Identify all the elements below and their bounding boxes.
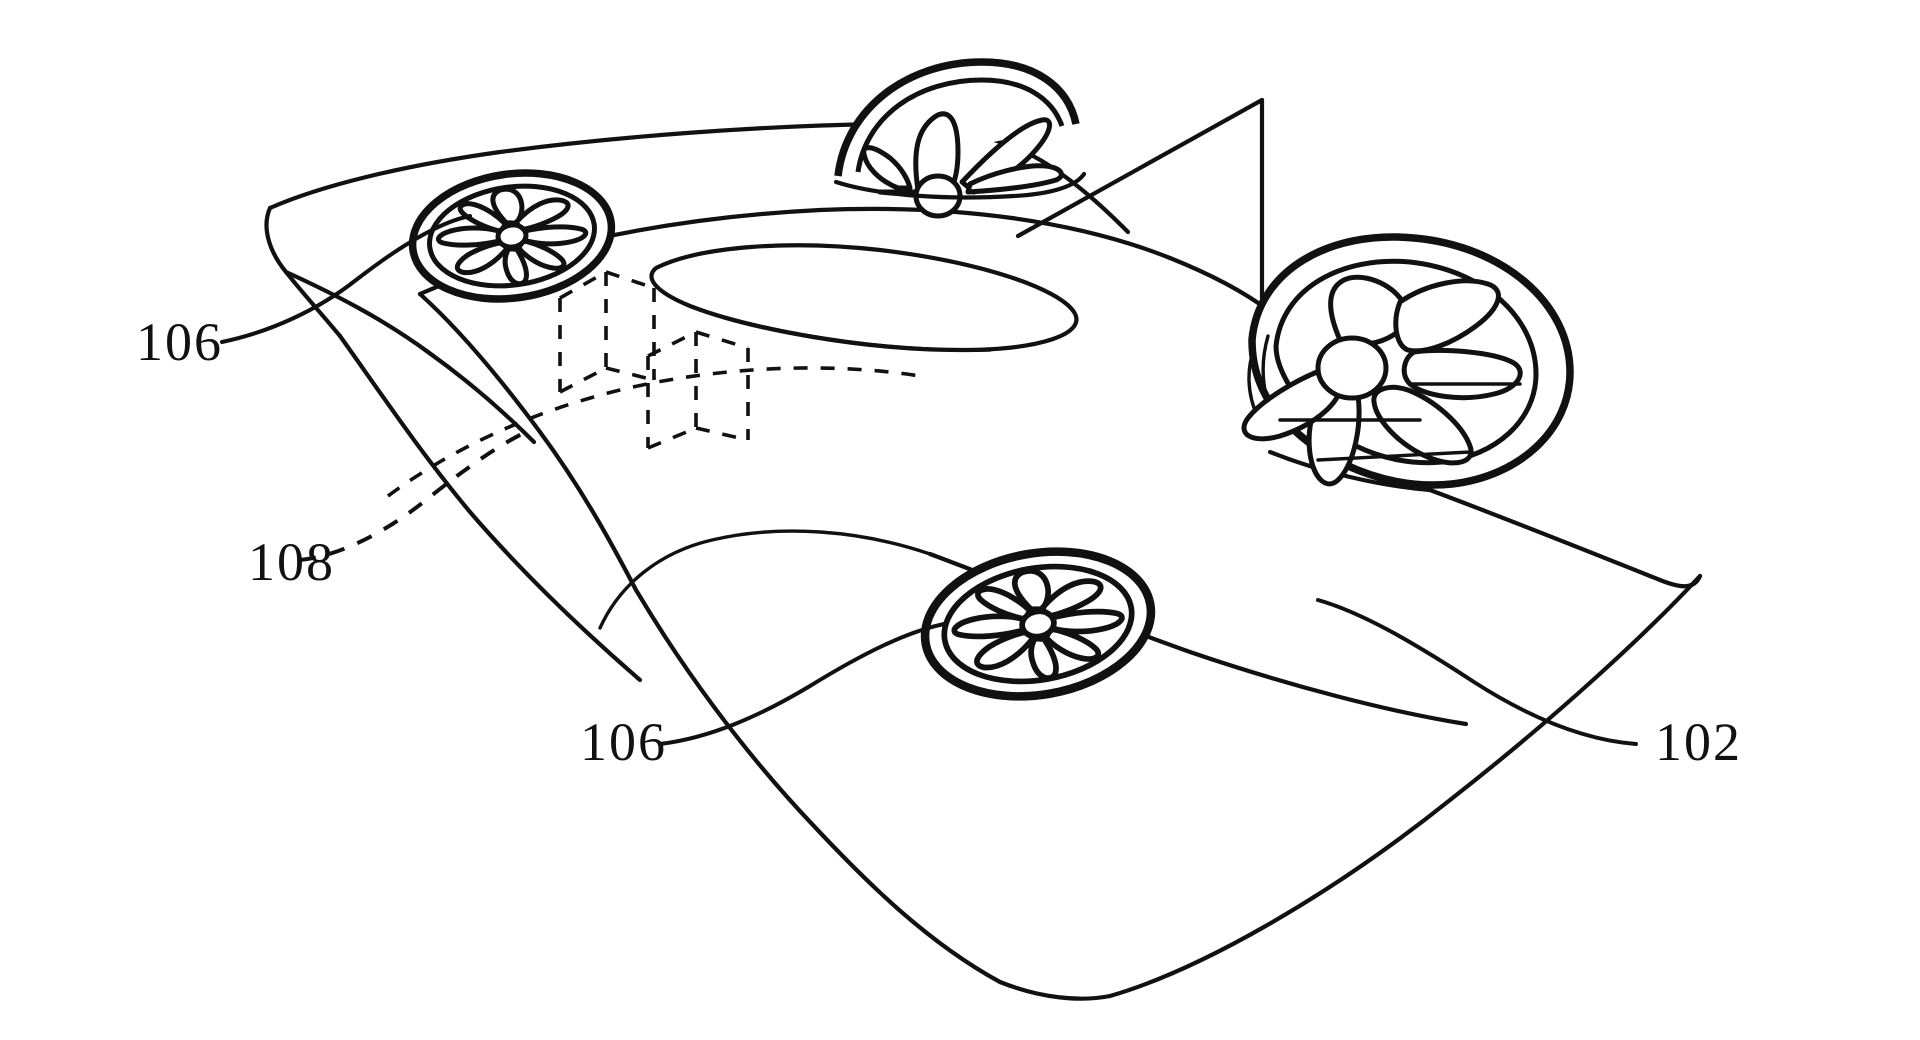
fin-leading-edge	[1015, 97, 1265, 239]
canopy-lip	[698, 308, 992, 352]
body-right-shoulder	[1167, 255, 1271, 313]
cargo-cube-b	[646, 330, 750, 450]
upper-mid-rotor-shroud-base	[833, 171, 1087, 200]
left-wing-leading-edge	[267, 121, 883, 211]
ref-label-108: 108	[248, 532, 335, 592]
ref-label-106-lower: 106	[580, 712, 667, 772]
cargo-bay-hidden-outline	[386, 366, 921, 498]
airframe-body	[264, 121, 1703, 1001]
body-trailing-edge-left	[997, 979, 1113, 1001]
body-right-rear-upper	[1427, 487, 1703, 589]
leader-lines	[220, 214, 1638, 746]
body-left-lower-outline	[337, 333, 643, 683]
ref-label-102: 102	[1655, 712, 1742, 772]
upper-mid-rotor	[833, 58, 1087, 219]
left-wing-trailing-edge	[283, 269, 537, 445]
body-lower-sweep	[633, 587, 1003, 985]
body-right-nacelle-join	[1267, 449, 1433, 493]
right-rotor-blades	[1241, 274, 1523, 487]
right-rotor	[1241, 233, 1574, 489]
cargo-packages-hidden	[386, 270, 921, 498]
left-wing-tip	[264, 205, 343, 339]
reference-numerals: 106 108 106 102	[136, 312, 1742, 772]
ref-label-106-upper: 106	[136, 312, 223, 372]
upper-mid-rotor-inner-ring	[855, 77, 1065, 173]
leader-106-lower	[658, 622, 946, 746]
body-inner-crease	[598, 529, 932, 630]
leader-106-upper	[220, 214, 472, 344]
leader-108	[299, 428, 531, 562]
cargo-cube-a	[558, 270, 656, 394]
canopy-outline	[649, 243, 1079, 353]
leader-102	[1316, 598, 1638, 746]
body-nose-lower-curve	[417, 291, 639, 593]
body-trailing-edge-right	[1107, 573, 1703, 999]
right-rotor-chord-3	[1316, 450, 1472, 462]
right-rotor-hub	[1315, 335, 1389, 401]
